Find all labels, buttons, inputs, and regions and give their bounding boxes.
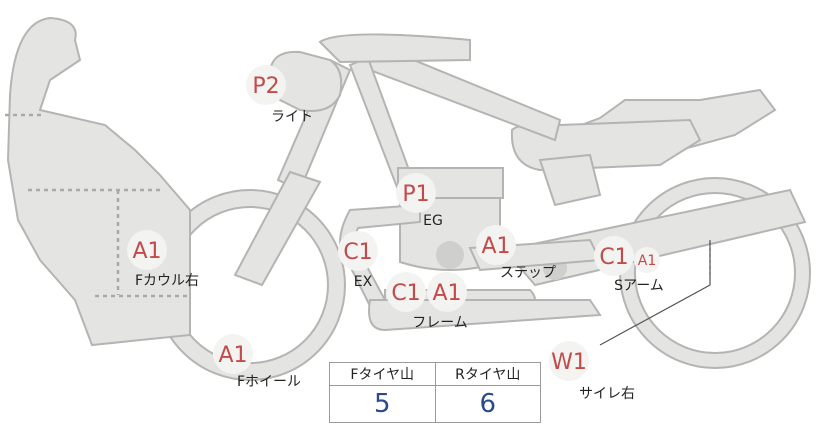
badge-silencer: W1 xyxy=(549,341,589,381)
svg-text:C1: C1 xyxy=(599,245,628,270)
badge-swingarm: C1 xyxy=(594,236,634,276)
badge-light: P2 xyxy=(246,65,286,105)
badge-frame: C1 xyxy=(386,272,426,312)
value-front-tread: 5 xyxy=(329,385,436,423)
badge-engine: P1 xyxy=(396,173,436,213)
svg-text:P1: P1 xyxy=(402,182,429,207)
badge-step: A1 xyxy=(476,225,516,265)
svg-text:C1: C1 xyxy=(391,281,420,306)
label-silencer: サイレ右 xyxy=(579,386,635,402)
value-rear-tread: 6 xyxy=(434,385,541,423)
tire-tread-table: Fタイヤ山 Rタイヤ山 5 6 xyxy=(329,362,541,423)
svg-text:A1: A1 xyxy=(481,234,510,259)
svg-text:A1: A1 xyxy=(638,253,656,269)
svg-text:A1: A1 xyxy=(218,343,247,368)
label-frame: フレーム xyxy=(412,315,468,331)
header-front-tread: Fタイヤ山 xyxy=(329,362,436,386)
badge-front-cowl: A1 xyxy=(127,230,167,270)
headlight xyxy=(268,50,343,112)
front-fork xyxy=(233,170,322,287)
badge-front-wheel: A1 xyxy=(213,334,253,374)
svg-text:C1: C1 xyxy=(343,240,372,265)
svg-text:A1: A1 xyxy=(132,239,161,264)
header-rear-tread: Rタイヤ山 xyxy=(434,362,541,386)
label-exhaust: EX xyxy=(354,274,373,290)
label-light: ライト xyxy=(271,109,313,125)
badge-frame-2: A1 xyxy=(427,272,467,312)
label-front-cowl: Fカウル右 xyxy=(135,273,199,289)
badge-swingarm-2: A1 xyxy=(634,247,660,273)
label-front-wheel: Fホイール xyxy=(237,374,301,390)
svg-text:W1: W1 xyxy=(551,350,587,375)
badge-exhaust: C1 xyxy=(338,231,378,271)
label-engine: EG xyxy=(423,213,443,229)
svg-text:A1: A1 xyxy=(432,281,461,306)
label-swingarm: Sアーム xyxy=(614,278,664,294)
svg-text:P2: P2 xyxy=(252,74,279,99)
label-step: ステップ xyxy=(500,265,556,281)
